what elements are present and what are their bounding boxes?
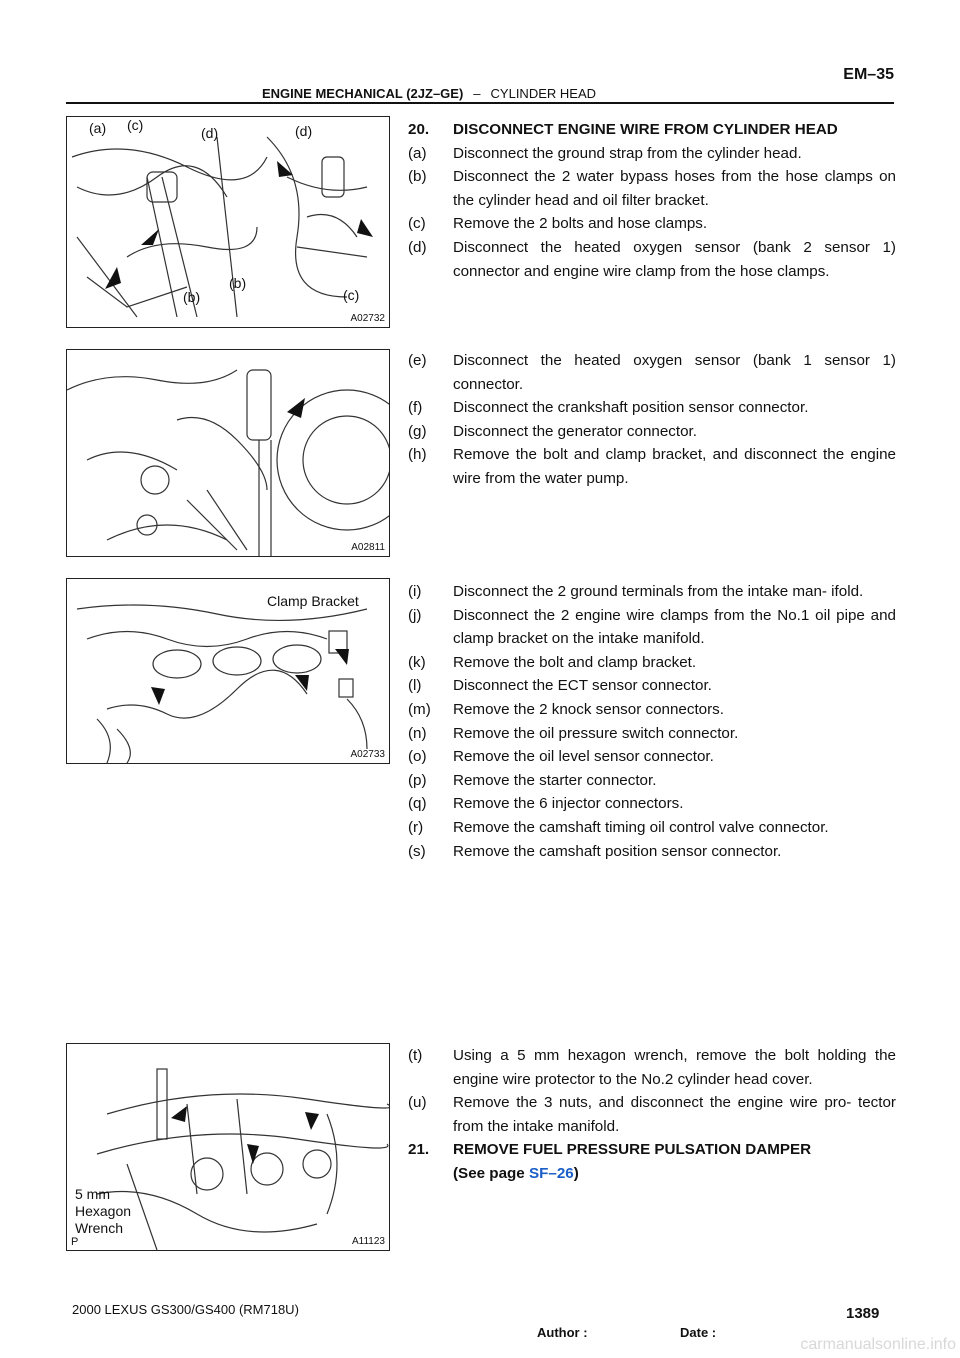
step-21: 21.REMOVE FUEL PRESSURE PULSATION DAMPER (408, 1141, 812, 1159)
callout-wrench-line2: Hexagon (75, 1203, 132, 1219)
instruction-block-e: (e)Disconnect the heated oxygen sensor (… (408, 349, 896, 491)
instruction-block-t: (t)Using a 5 mm hexagon wrench, remove t… (408, 1044, 896, 1186)
step-o: (o)Remove the oil level sensor connector… (408, 748, 714, 766)
step-c: (c)Remove the 2 bolts and hose clamps. (408, 215, 708, 233)
step-i: (i)Disconnect the 2 ground terminals fro… (408, 583, 864, 600)
callout-wrench-line3: Wrench (75, 1220, 123, 1236)
figure-code: A11123 (352, 1236, 385, 1247)
callout-b: (b) (183, 289, 201, 305)
engine-drawing-crankshaft-sensor (67, 369, 389, 556)
section-title: ENGINE MECHANICAL (2JZ–GE) (262, 86, 464, 101)
figure-a02732: (a) (c) (d) (d) (b) (b) (c) A02732 (66, 116, 390, 328)
callout-a: (a) (89, 120, 107, 136)
callout-b: (b) (229, 275, 247, 291)
figure-code: A02732 (350, 313, 385, 324)
watermark: carmanualsonline.info (800, 1336, 956, 1353)
step-f: (f)Disconnect the crankshaft position se… (408, 399, 809, 417)
callout-p: P (71, 1236, 79, 1248)
step-p: (p)Remove the starter connector. (408, 771, 657, 789)
header-rule (66, 102, 894, 104)
step-b: (b)Disconnect the 2 water bypass hoses f… (408, 168, 896, 209)
figure-a02733: Clamp Bracket A02733 (66, 578, 390, 764)
engine-drawing-wire-protector (96, 1068, 389, 1250)
step-e: (e)Disconnect the heated oxygen sensor (… (408, 352, 896, 393)
footer-model: 2000 LEXUS GS300/GS400 (RM718U) (72, 1302, 299, 1317)
figure-code: A02733 (350, 749, 385, 760)
page-link-sf-26[interactable]: SF–26 (528, 1164, 574, 1182)
step-r: (r)Remove the camshaft timing oil contro… (408, 818, 829, 836)
see-page-reference: (See page SF–26) (453, 1164, 579, 1182)
topic-title: CYLINDER HEAD (490, 86, 596, 101)
step-j: (j)Disconnect the 2 engine wire clamps f… (408, 606, 896, 648)
author-field: Author : (537, 1325, 588, 1340)
step-u: (u)Remove the 3 nuts, and disconnect the… (408, 1094, 896, 1135)
step-t: (t)Using a 5 mm hexagon wrench, remove t… (408, 1047, 896, 1088)
step-a: (a)Disconnect the ground strap from the … (408, 144, 802, 162)
date-field: Date : (680, 1325, 717, 1340)
page-code: EM–35 (843, 66, 894, 83)
callout-clamp-bracket: Clamp Bracket (267, 593, 359, 609)
header-separator: – (473, 86, 481, 101)
step-k: (k)Remove the bolt and clamp bracket. (408, 653, 697, 671)
callout-wrench-line1: 5 mm (75, 1186, 110, 1202)
engine-drawing-intake-manifold (76, 604, 368, 763)
step-m: (m)Remove the 2 knock sensor connectors. (408, 700, 724, 718)
step-20: 20.DISCONNECT ENGINE WIRE FROM CYLINDER … (408, 121, 838, 138)
figure-code: A02811 (351, 542, 385, 553)
engine-drawing-ground-strap (71, 136, 373, 318)
callout-c: (c) (343, 287, 360, 303)
callout-d: (d) (295, 123, 313, 139)
step-q: (q)Remove the 6 injector connectors. (408, 795, 684, 813)
step-d: (d)Disconnect the heated oxygen sensor (… (408, 238, 896, 280)
callout-d: (d) (201, 125, 219, 141)
step-h: (h)Remove the bolt and clamp bracket, an… (408, 446, 896, 487)
step-g: (g)Disconnect the generator connector. (408, 422, 697, 440)
page-number: 1389 (846, 1305, 880, 1322)
instruction-block-20: 20.DISCONNECT ENGINE WIRE FROM CYLINDER … (408, 118, 896, 283)
step-s: (s)Remove the camshaft position sensor c… (408, 842, 782, 860)
figure-a02811: A02811 (66, 349, 390, 557)
running-header: ENGINE MECHANICAL (2JZ–GE)–CYLINDER HEAD (262, 86, 596, 101)
step-n: (n)Remove the oil pressure switch connec… (408, 724, 739, 742)
callout-c: (c) (127, 117, 144, 133)
instruction-block-i: (i)Disconnect the 2 ground terminals fro… (408, 580, 896, 863)
step-l: (l)Disconnect the ECT sensor connector. (408, 677, 712, 695)
